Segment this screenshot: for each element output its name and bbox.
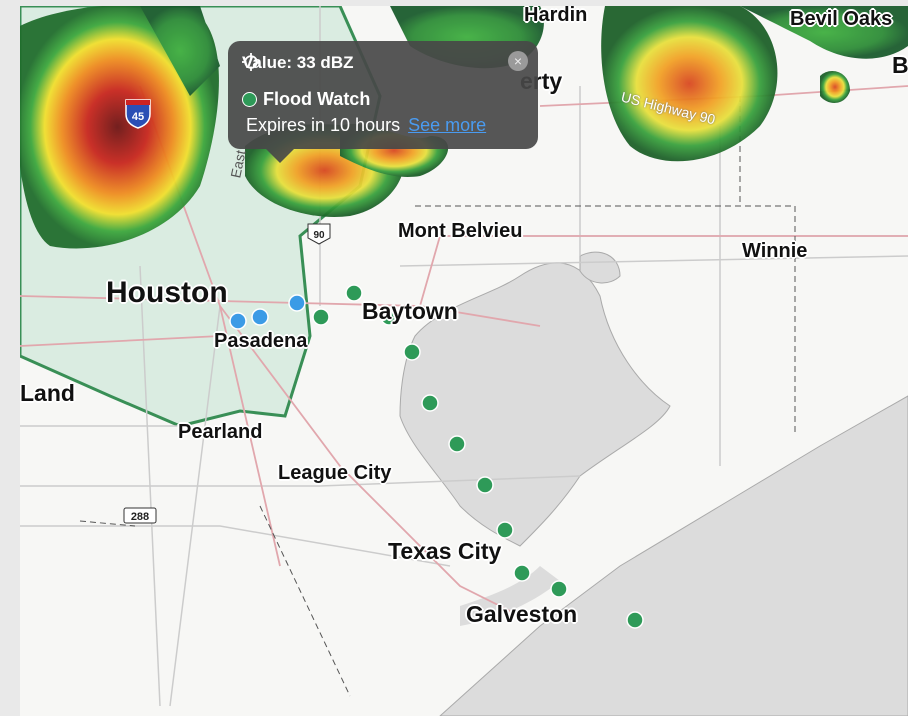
county-lines [79,96,796,697]
i45-shield-icon: 45 [125,99,151,129]
map-layer[interactable]: 45 288 90 [20,6,908,716]
city-label-beaumont: B [892,52,908,78]
gulf-of-mexico [439,395,908,716]
gauge-marker-blue[interactable] [251,308,269,326]
flood-watch-marker[interactable] [380,308,398,326]
city-label-baytown: Baytown [362,298,458,324]
see-more-link[interactable]: See more [408,115,487,135]
alert-name: Flood Watch [263,89,371,109]
map-canvas[interactable]: 45 288 90 Houston Pasadena Baytown Mont … [20,6,908,716]
city-label-galveston: Galveston [466,601,578,627]
city-label-pearland: Pearland [178,421,263,443]
crosshair-icon [242,53,260,71]
sh288-shield-label: 288 [131,511,149,523]
city-label-sugar-land: Land [20,380,75,406]
us90-shield-icon: 90 [307,223,331,245]
flood-watch-marker[interactable] [550,580,568,598]
inner-bay [579,251,621,284]
city-label-winnie: Winnie [742,240,808,262]
flood-watch-dot-icon [242,92,257,107]
flood-watch-marker[interactable] [513,564,531,582]
city-label-hardin: Hardin [524,6,588,26]
city-label-mont-belvieu: Mont Belvieu [398,220,523,242]
alert-row: Flood Watch [242,89,370,110]
city-label-houston: Houston [106,276,228,309]
radar-info-popup: Value: 33 dBZ Flood Watch Expires in 10 … [228,41,538,163]
expires-row: Expires in 10 hours See more [246,115,486,136]
city-label-bevil-oaks: Bevil Oaks [790,8,893,30]
city-label-texas-city: Texas City [388,538,502,564]
radar-value-text: Value: 33 dBZ [242,53,354,72]
flood-watch-marker[interactable] [626,611,644,629]
flood-watch-marker[interactable] [496,521,514,539]
gauge-marker-blue[interactable] [229,312,247,330]
flood-watch-marker[interactable] [421,394,439,412]
flood-watch-marker[interactable] [345,284,363,302]
west-bay [460,566,560,626]
us90-shield-label: 90 [313,230,325,241]
flood-watch-marker[interactable] [476,476,494,494]
city-label-league-city: League City [278,462,392,484]
expires-text: Expires in 10 hours [246,115,401,135]
close-popup-button[interactable]: × [508,51,528,71]
flood-watch-marker[interactable] [312,308,330,326]
sh288-shield-icon: 288 [123,507,157,524]
city-label-pasadena: Pasadena [214,330,308,352]
gauge-marker-blue[interactable] [288,294,306,312]
galveston-bay [399,262,671,547]
flood-watch-marker[interactable] [403,343,421,361]
radar-value-row: Value: 33 dBZ [242,53,353,73]
gauge-markers [229,284,644,629]
flood-watch-marker[interactable] [448,435,466,453]
i45-shield-label: 45 [132,111,144,123]
